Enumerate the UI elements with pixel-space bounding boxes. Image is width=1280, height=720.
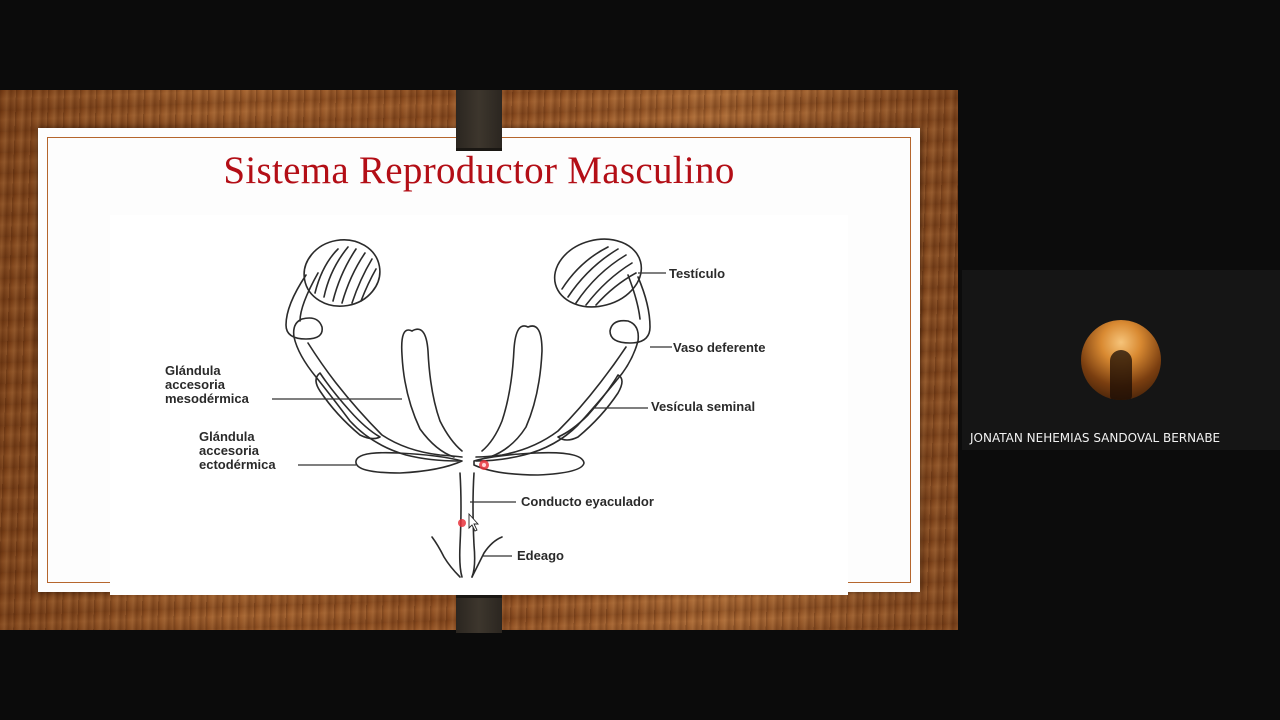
slide-title: Sistema Reproductor Masculino [223,149,735,192]
label-vaso-deferente: Vaso deferente [673,340,766,355]
label-glandula-meso-2: accesoria [165,377,226,392]
shared-screen: Sistema Reproductor Masculino [0,90,958,633]
label-vesicula-seminal: Vesícula seminal [651,399,755,414]
left-mesodermal-gland [400,328,463,458]
left-testis [303,239,381,307]
left-seminal-vesicle [315,372,381,440]
right-mesodermal-gland [481,325,543,458]
reproductive-diagram: Testículo Vaso deferente Vesícula semina… [110,215,848,595]
label-glandula-ecto-2: accesoria [199,443,260,458]
right-testis [553,238,643,308]
top-clip [456,90,502,151]
label-glandula-ecto-1: Glándula [199,429,255,444]
label-conducto-eyaculador: Conducto eyaculador [521,494,654,509]
label-glandula-ecto-3: ectodérmica [199,457,276,472]
laser-pointer-trail [458,460,489,527]
right-vas-deferens [475,274,651,462]
avatar-silhouette [1110,350,1132,400]
ejaculatory-duct [458,472,476,578]
aedeagus [431,536,503,578]
label-testiculo: Testículo [669,266,725,281]
bottom-clip [456,595,502,633]
avatar [1081,320,1161,400]
participant-tile[interactable]: JONATAN NEHEMIAS SANDOVAL BERNABE [962,270,1280,450]
mouse-cursor-icon [468,512,480,532]
left-ectodermal-gland [355,451,463,474]
right-seminal-vesicle [557,374,623,441]
label-edeago: Edeago [517,548,564,563]
participant-name: JONATAN NEHEMIAS SANDOVAL BERNABE [970,431,1221,445]
label-glandula-meso-1: Glándula [165,363,221,378]
right-ectodermal-gland [473,451,585,476]
left-vas-deferens [285,272,463,462]
diagram-svg: Testículo Vaso deferente Vesícula semina… [165,238,766,578]
label-glandula-meso-3: mesodérmica [165,391,250,406]
